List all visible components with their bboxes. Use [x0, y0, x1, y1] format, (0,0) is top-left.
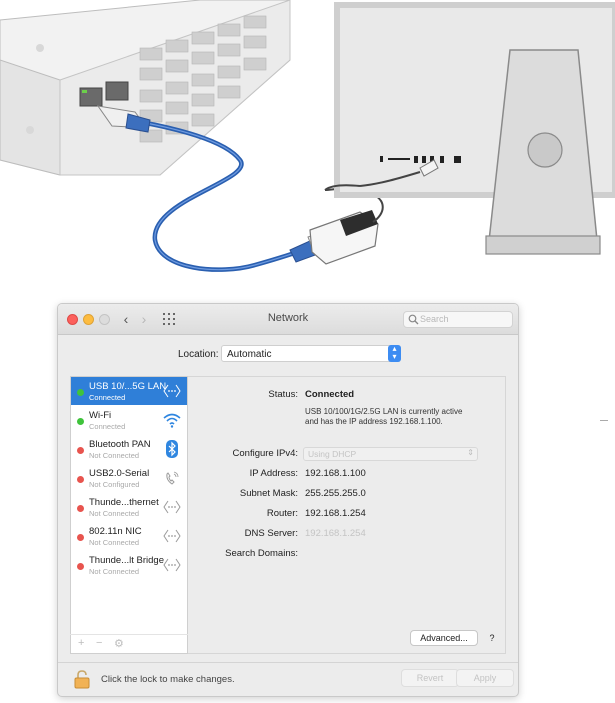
- page-mark: [600, 420, 608, 421]
- search-domains-label: Search Domains:: [225, 548, 298, 559]
- lock-icon[interactable]: [74, 670, 90, 689]
- ip-address-value: 192.168.1.100: [305, 468, 366, 479]
- configure-ipv4-value: Using DHCP: [308, 449, 357, 459]
- back-arrow-icon[interactable]: ‹: [123, 311, 129, 327]
- service-status: Not Connected: [89, 567, 140, 576]
- ethernet-icon: [163, 558, 181, 572]
- subnet-mask-label: Subnet Mask:: [239, 488, 298, 499]
- minimize-button[interactable]: [83, 314, 94, 325]
- service-status: Not Configured: [89, 480, 140, 489]
- revert-button[interactable]: Revert: [401, 669, 459, 687]
- status-dot: [77, 447, 84, 454]
- connection-illustration: [0, 0, 615, 272]
- ethernet-icon: [163, 500, 181, 514]
- service-item-usb-lan[interactable]: USB 10/...5G LAN Connected: [71, 377, 187, 405]
- location-value: Automatic: [227, 349, 272, 360]
- gear-icon[interactable]: ⚙: [114, 638, 124, 650]
- forward-arrow-icon[interactable]: ›: [141, 311, 147, 327]
- service-list-toolbar: + − ⚙: [70, 634, 188, 653]
- status-value: Connected: [305, 389, 355, 400]
- search-icon: [408, 314, 419, 325]
- service-item-802-11n-nic[interactable]: 802.11n NIC Not Connected: [71, 522, 187, 550]
- add-service-button[interactable]: +: [78, 637, 85, 649]
- ethernet-icon: [163, 384, 181, 398]
- ip-address-label: IP Address:: [249, 468, 298, 479]
- window-title: Network: [267, 312, 309, 324]
- subnet-mask-value: 255.255.255.0: [305, 488, 366, 499]
- service-status: Not Connected: [89, 451, 140, 460]
- status-dot: [77, 389, 84, 396]
- usb-lan-adapter: [309, 187, 384, 265]
- service-name: Bluetooth PAN: [89, 439, 151, 450]
- status-dot: [77, 534, 84, 541]
- status-description: USB 10/100/1G/2.5G LAN is currently acti…: [305, 407, 485, 427]
- ethernet-icon: [163, 529, 181, 543]
- service-status: Not Connected: [89, 538, 140, 547]
- service-name: Wi-Fi: [89, 410, 112, 421]
- search-input[interactable]: Search: [403, 311, 513, 328]
- wifi-icon: [163, 413, 181, 428]
- location-select[interactable]: Automatic ▴▾: [221, 345, 401, 362]
- apply-button[interactable]: Apply: [456, 669, 514, 687]
- show-all-grid-icon[interactable]: [163, 313, 175, 325]
- location-label: Location:: [178, 349, 219, 360]
- dns-server-value: 192.168.1.254: [305, 528, 366, 539]
- bluetooth-icon: [166, 440, 178, 458]
- phone-icon: [166, 471, 179, 485]
- service-name: 802.11n NIC: [89, 526, 142, 537]
- router-value: 192.168.1.254: [305, 508, 366, 519]
- title-bar: ‹ › Network Search: [58, 304, 518, 335]
- network-switch: [0, 0, 291, 176]
- computer-monitor: [324, 2, 615, 255]
- advanced-button[interactable]: Advanced...: [410, 630, 478, 646]
- service-status: Not Connected: [89, 509, 140, 518]
- service-item-thunderbolt-ethernet[interactable]: Thunde...thernet Not Connected: [71, 493, 187, 521]
- service-name: USB2.0-Serial: [89, 468, 150, 479]
- service-name: USB 10/...5G LAN: [89, 381, 167, 392]
- service-name: Thunde...thernet: [89, 497, 159, 508]
- service-item-wifi[interactable]: Wi-Fi Connected: [71, 406, 187, 434]
- status-dot: [77, 418, 84, 425]
- chevron-updown-icon: ▴▾: [388, 345, 401, 362]
- service-item-bluetooth-pan[interactable]: Bluetooth PAN Not Connected: [71, 435, 187, 463]
- service-name: Thunde...lt Bridge: [89, 555, 164, 566]
- network-preferences-window: ‹ › Network Search Location: Automatic ▴…: [57, 303, 519, 697]
- status-dot: [77, 563, 84, 570]
- router-label: Router:: [266, 508, 298, 519]
- close-button[interactable]: [67, 314, 78, 325]
- service-list: USB 10/...5G LAN Connected Wi-Fi Connect…: [70, 376, 188, 654]
- dns-server-label: DNS Server:: [244, 528, 298, 539]
- lock-message: Click the lock to make changes.: [101, 674, 235, 685]
- help-button[interactable]: ?: [489, 633, 495, 643]
- service-status: Connected: [89, 422, 126, 431]
- status-label: Status:: [268, 389, 298, 400]
- configure-ipv4-label: Configure IPv4:: [232, 448, 298, 459]
- status-description-line1: USB 10/100/1G/2.5G LAN is currently acti…: [305, 407, 463, 416]
- remove-service-button[interactable]: −: [96, 637, 103, 649]
- zoom-button[interactable]: [99, 314, 110, 325]
- service-item-usb-serial[interactable]: USB2.0-Serial Not Configured: [71, 464, 187, 492]
- service-item-thunderbolt-bridge[interactable]: Thunde...lt Bridge Not Connected: [71, 551, 187, 579]
- configure-ipv4-select[interactable]: Using DHCP ⇕: [303, 447, 478, 461]
- search-placeholder: Search: [420, 314, 449, 324]
- status-dot: [77, 505, 84, 512]
- service-detail-panel: Status: Connected USB 10/100/1G/2.5G LAN…: [188, 376, 506, 654]
- status-dot: [77, 476, 84, 483]
- chevron-updown-icon: ⇕: [467, 448, 474, 457]
- bottom-bar: Click the lock to make changes. Revert A…: [58, 662, 518, 696]
- status-description-line2: and has the IP address 192.168.1.100.: [305, 417, 443, 426]
- service-status: Connected: [89, 393, 126, 402]
